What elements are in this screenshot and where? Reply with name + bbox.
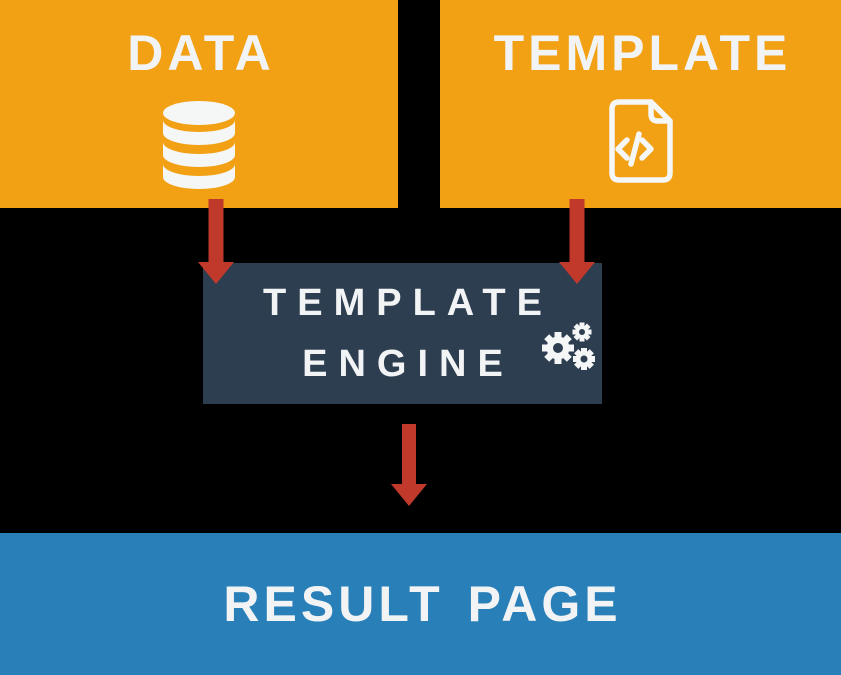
result-node-label: RESULT PAGE <box>223 576 622 632</box>
template-node-label: TEMPLATE <box>493 25 792 81</box>
engine-node: TEMPLATE ENGINE <box>203 263 602 404</box>
arrow-engine-to-result <box>391 424 427 506</box>
arrow-template-to-engine <box>559 199 595 284</box>
engine-node-label-line2: ENGINE <box>302 342 514 385</box>
arrow-data-to-engine <box>198 199 234 284</box>
code-file-icon <box>608 99 673 183</box>
gears-icon <box>542 322 595 370</box>
result-node: RESULT PAGE <box>0 533 841 675</box>
data-node: DATA <box>0 0 398 208</box>
engine-node-label-line1: TEMPLATE <box>263 281 553 324</box>
data-node-label: DATA <box>127 25 275 81</box>
template-node: TEMPLATE <box>440 0 841 208</box>
database-icon <box>163 101 235 189</box>
